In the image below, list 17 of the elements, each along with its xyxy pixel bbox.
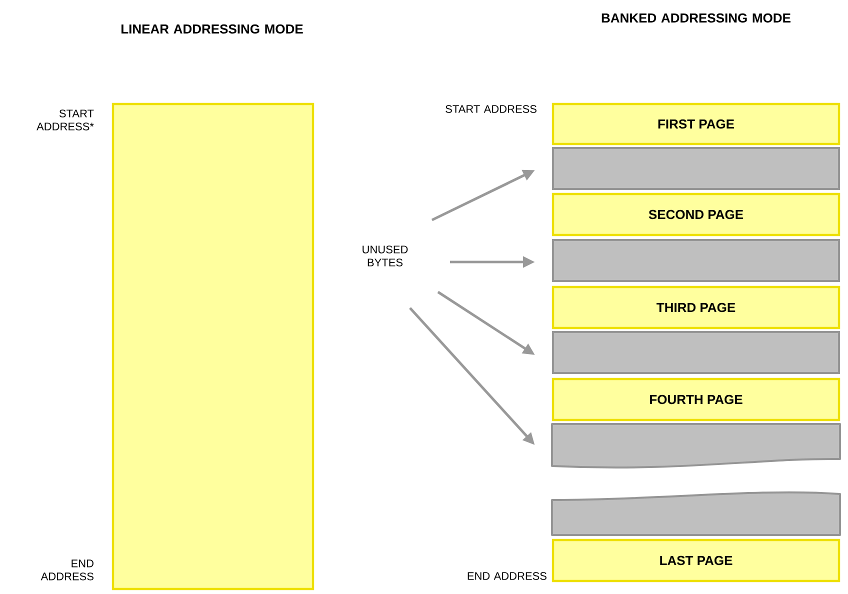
page-block: FIRST PAGE	[552, 102, 840, 146]
memory-block	[112, 102, 314, 590]
unused-block	[552, 147, 840, 190]
page-block: FOURTH PAGE	[552, 378, 840, 422]
text-label: UNUSED BYTES	[362, 246, 408, 266]
unused-block	[551, 423, 841, 468]
address-label: START ADDRESS	[446, 105, 536, 113]
unused-block	[552, 239, 840, 282]
address-label: START ADDRESS*	[36, 110, 94, 130]
page-block: THIRD PAGE	[552, 286, 840, 330]
unused-block	[551, 491, 841, 536]
page-block: LAST PAGE	[552, 538, 840, 582]
column-heading: BANKED ADDRESSING MODE	[602, 13, 790, 23]
column-heading: LINEAR ADDRESSING MODE	[122, 24, 303, 34]
address-label: END ADDRESS	[40, 560, 94, 580]
page-block: SECOND PAGE	[552, 192, 840, 236]
unused-block	[552, 331, 840, 374]
